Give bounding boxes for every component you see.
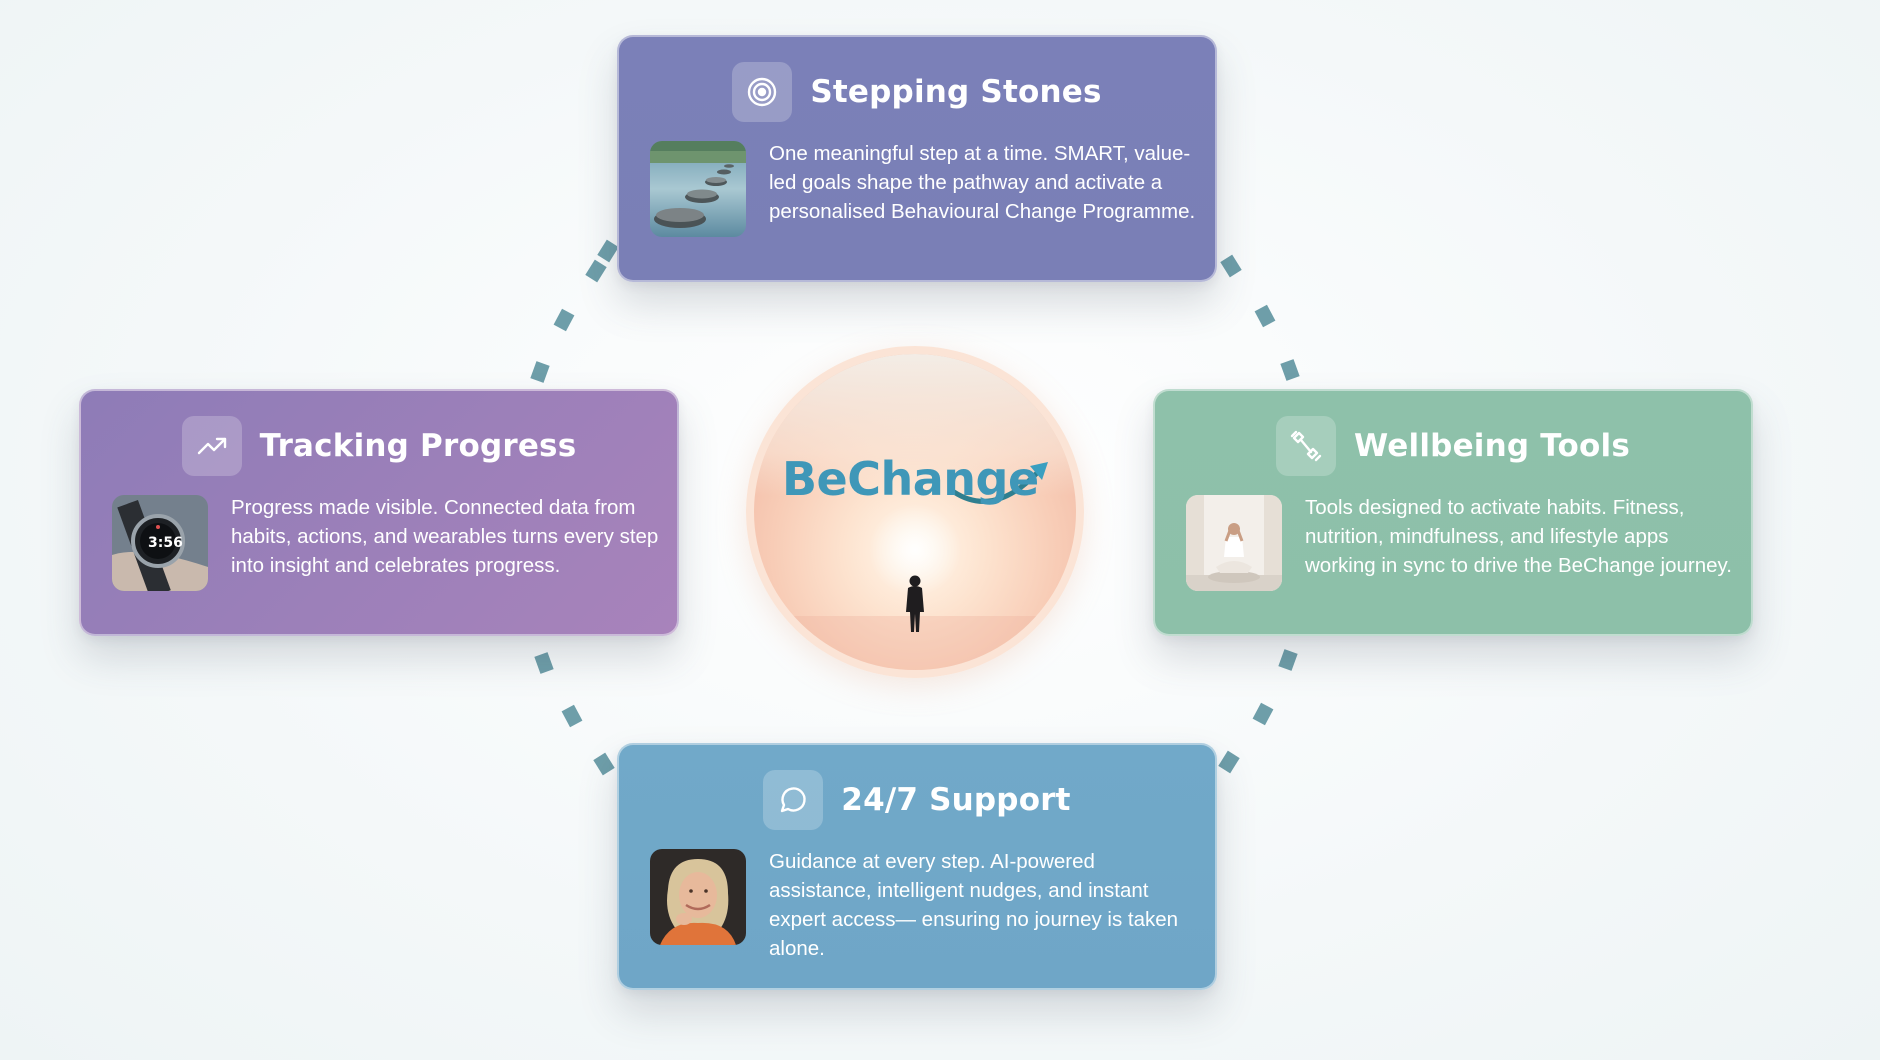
hub-illustration — [754, 462, 1076, 670]
bechange-hub: BeChange — [746, 346, 1084, 678]
card-tracking-progress: Tracking Progress 3:56 Progress made vis… — [79, 389, 679, 636]
card-header: Stepping Stones — [619, 62, 1215, 122]
connector-dash — [534, 652, 554, 674]
card-header: Tracking Progress — [81, 416, 677, 476]
hub-sky — [754, 354, 1076, 497]
connector-dash — [1254, 304, 1276, 328]
card-support: 24/7 Support Guidance at every step. AI-… — [617, 743, 1217, 990]
walking-person-silhouette — [906, 575, 924, 632]
connector-dash — [1280, 359, 1300, 381]
card-title: Tracking Progress — [259, 428, 577, 464]
connector-dash — [1252, 702, 1274, 726]
trending-up-icon — [181, 416, 242, 476]
connector-dash — [585, 259, 607, 283]
stepping-stones-photo — [650, 141, 746, 237]
card-title: 24/7 Support — [841, 782, 1071, 818]
connector-dash — [1220, 254, 1242, 278]
dumbbell-icon — [1276, 416, 1337, 476]
connector-dash — [1278, 649, 1298, 671]
connector-dash — [561, 704, 583, 728]
connector-dash — [593, 752, 615, 776]
connector-dash — [1218, 750, 1240, 774]
swoosh-arrow-icon — [951, 462, 1048, 504]
smiling-woman-photo — [650, 849, 746, 945]
card-header: 24/7 Support — [619, 770, 1215, 830]
connector-dash — [597, 239, 619, 263]
svg-text:3:56: 3:56 — [148, 535, 183, 551]
target-icon — [732, 62, 793, 122]
meditation-photo — [1186, 495, 1282, 591]
card-wellbeing-tools: Wellbeing Tools Tools designed to activa… — [1153, 389, 1753, 636]
card-description: Tools designed to activate habits. Fitne… — [1305, 496, 1732, 577]
connector-dash — [553, 308, 575, 332]
card-description: Progress made visible. Connected data fr… — [231, 496, 659, 577]
card-description: One meaningful step at a time. SMART, va… — [769, 142, 1196, 223]
bechange-logo: BeChange — [782, 452, 1039, 506]
card-stepping-stones: Stepping Stones — [617, 35, 1217, 282]
card-title: Stepping Stones — [810, 74, 1102, 110]
connector-dash — [530, 361, 550, 383]
card-description: Guidance at every step. AI-powered assis… — [769, 850, 1179, 960]
chat-bubble-icon — [763, 770, 824, 830]
smartwatch-photo: 3:56 — [112, 495, 208, 591]
card-title: Wellbeing Tools — [1354, 428, 1630, 464]
card-header: Wellbeing Tools — [1155, 416, 1751, 476]
